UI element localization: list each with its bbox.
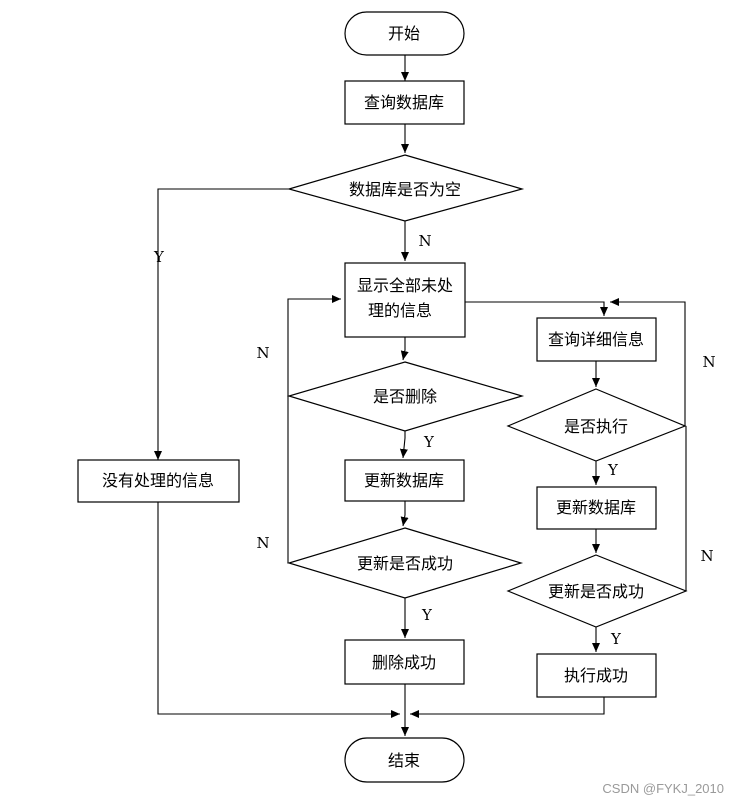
label-y-update-right: Y xyxy=(610,630,622,648)
node-is-delete: 是否删除 xyxy=(286,361,525,432)
label-y-empty: Y xyxy=(153,248,165,266)
arrow-execute-no xyxy=(610,298,686,426)
arrow-update-left-no xyxy=(287,396,290,564)
node-is-execute-text: 是否执行 xyxy=(564,417,628,436)
arrow-show-delete xyxy=(400,337,409,361)
node-update-ok-left: 更新是否成功 xyxy=(286,527,524,599)
node-show-line1: 显示全部未处 xyxy=(357,276,453,295)
edge-labels: Y N N Y N Y N Y N Y xyxy=(153,232,716,648)
arrow-update-check-left xyxy=(400,501,409,527)
node-query-db: 查询数据库 xyxy=(344,80,465,125)
node-delete-ok: 删除成功 xyxy=(344,639,465,685)
node-no-info-text: 没有处理的信息 xyxy=(102,471,214,490)
node-query-detail: 查询详细信息 xyxy=(536,317,657,362)
arrow-delete-no xyxy=(287,295,341,397)
node-delete-ok-text: 删除成功 xyxy=(372,653,436,672)
label-n-delete: N xyxy=(256,344,269,362)
node-query-detail-text: 查询详细信息 xyxy=(548,330,644,349)
node-show-unprocessed: 显示全部未处 理的信息 xyxy=(344,262,466,338)
arrow-empty-yes xyxy=(154,188,289,460)
node-update-db-right: 更新数据库 xyxy=(536,486,657,530)
node-update-ok-left-text: 更新是否成功 xyxy=(357,554,453,573)
node-start: 开始 xyxy=(344,11,465,56)
label-n-update-right: N xyxy=(700,547,713,565)
node-update-ok-right: 更新是否成功 xyxy=(506,554,688,628)
node-start-text: 开始 xyxy=(388,24,420,43)
watermark: CSDN @FYKJ_2010 xyxy=(602,781,724,796)
label-n-empty: N xyxy=(418,232,431,250)
node-update-db-right-text: 更新数据库 xyxy=(556,498,636,517)
arrow-delete-yes xyxy=(399,428,408,459)
label-n-update-left: N xyxy=(256,534,269,552)
label-y-delete: Y xyxy=(423,433,435,451)
arrow-execute-ok-end xyxy=(410,697,605,718)
node-is-delete-text: 是否删除 xyxy=(373,387,437,406)
node-update-db-left: 更新数据库 xyxy=(344,459,465,502)
node-execute-ok-text: 执行成功 xyxy=(564,666,628,685)
connectors xyxy=(154,55,687,736)
node-update-db-left-text: 更新数据库 xyxy=(364,471,444,490)
label-y-execute: Y xyxy=(607,461,619,479)
node-query-db-text: 查询数据库 xyxy=(364,93,444,112)
arrow-noinfo-end xyxy=(157,502,400,718)
node-end: 结束 xyxy=(344,737,465,783)
node-end-text: 结束 xyxy=(388,751,420,770)
node-is-execute: 是否执行 xyxy=(506,388,687,462)
label-y-update-left: Y xyxy=(421,606,433,624)
node-db-empty-text: 数据库是否为空 xyxy=(349,180,461,199)
label-n-execute: N xyxy=(702,353,715,371)
node-db-empty: 数据库是否为空 xyxy=(286,154,525,222)
node-no-info: 没有处理的信息 xyxy=(77,459,240,503)
node-show-line2: 理的信息 xyxy=(368,301,432,320)
node-execute-ok: 执行成功 xyxy=(536,653,657,698)
node-update-ok-right-text: 更新是否成功 xyxy=(548,582,644,601)
arrow-show-detail xyxy=(465,301,608,316)
